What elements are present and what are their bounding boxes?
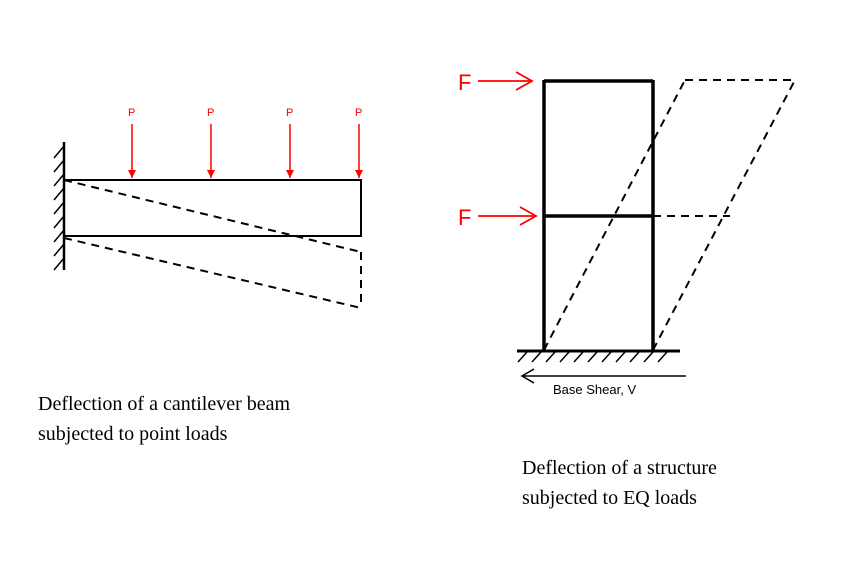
lateral-force-floor: F <box>458 205 538 230</box>
cantilever-deflected-shape <box>63 179 362 309</box>
force-label: F <box>458 70 471 95</box>
load-label: P <box>286 107 293 119</box>
point-load-4: P <box>355 107 363 178</box>
point-load-1: P <box>128 107 136 178</box>
wall-hatching <box>53 145 65 271</box>
caption-line: Deflection of a cantilever beam <box>38 393 291 415</box>
base-shear-arrow <box>520 368 686 384</box>
force-arrowhead <box>519 206 538 226</box>
frame-structure <box>542 79 655 350</box>
load-label: P <box>355 107 362 119</box>
caption-line: subjected to point loads <box>38 423 228 445</box>
frame-deflected-shape <box>543 79 796 351</box>
cantilever-diagram: P P P P <box>53 107 363 309</box>
ground-hatching <box>517 351 668 363</box>
caption-line: Deflection of a structure <box>522 457 717 479</box>
load-label: P <box>128 107 135 119</box>
point-load-3: P <box>286 107 294 178</box>
force-label: F <box>458 205 471 230</box>
point-load-2: P <box>207 107 215 178</box>
cantilever-caption: Deflection of a cantilever beam subjecte… <box>38 389 290 449</box>
caption-line: subjected to EQ loads <box>522 487 697 509</box>
force-arrowhead <box>515 71 534 91</box>
cantilever-beam <box>63 179 362 237</box>
load-label: P <box>207 107 214 119</box>
lateral-force-roof: F <box>458 70 534 95</box>
base-shear-label: Base Shear, V <box>553 382 636 397</box>
frame-caption: Deflection of a structure subjected to E… <box>522 453 717 513</box>
frame-diagram: F F Base Shear, V <box>458 70 796 397</box>
